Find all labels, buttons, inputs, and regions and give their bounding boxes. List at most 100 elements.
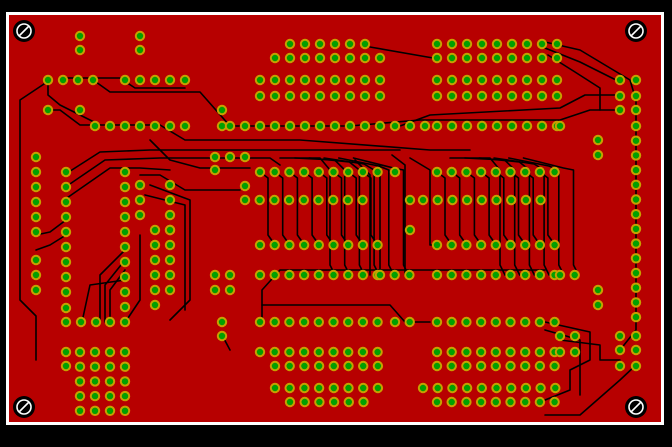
- pad[interactable]: [344, 90, 356, 102]
- pad[interactable]: [119, 361, 131, 372]
- pad[interactable]: [89, 346, 101, 358]
- pad[interactable]: [284, 120, 296, 132]
- pad[interactable]: [372, 316, 383, 328]
- pad[interactable]: [476, 52, 488, 64]
- pad[interactable]: [475, 360, 487, 372]
- pad[interactable]: [475, 396, 487, 408]
- pad[interactable]: [104, 376, 116, 387]
- pad[interactable]: [431, 239, 443, 251]
- pad[interactable]: [536, 38, 548, 50]
- pad[interactable]: [569, 346, 581, 358]
- pad[interactable]: [60, 286, 72, 298]
- pad[interactable]: [284, 396, 296, 408]
- pad[interactable]: [90, 316, 102, 328]
- pad[interactable]: [551, 38, 563, 50]
- pad[interactable]: [313, 269, 324, 281]
- pad[interactable]: [209, 164, 221, 176]
- pad[interactable]: [30, 181, 42, 193]
- pad[interactable]: [30, 284, 42, 296]
- pad[interactable]: [284, 316, 295, 328]
- pad[interactable]: [119, 120, 131, 132]
- pad[interactable]: [134, 179, 146, 191]
- pad[interactable]: [520, 269, 531, 281]
- pad[interactable]: [254, 346, 266, 358]
- pad[interactable]: [475, 269, 487, 281]
- pad[interactable]: [520, 166, 531, 178]
- pad[interactable]: [343, 346, 354, 358]
- pad[interactable]: [476, 120, 488, 132]
- pad[interactable]: [630, 267, 642, 279]
- pad[interactable]: [344, 38, 356, 50]
- pad[interactable]: [149, 254, 161, 266]
- pad[interactable]: [284, 52, 296, 64]
- pad[interactable]: [119, 196, 131, 208]
- pad[interactable]: [520, 239, 531, 251]
- pad[interactable]: [432, 194, 443, 206]
- pad[interactable]: [216, 104, 228, 116]
- pad[interactable]: [74, 390, 86, 402]
- pad[interactable]: [630, 253, 642, 264]
- pad[interactable]: [374, 52, 386, 64]
- pad[interactable]: [431, 360, 443, 372]
- pad[interactable]: [269, 90, 281, 102]
- pad[interactable]: [630, 297, 642, 308]
- pad[interactable]: [30, 226, 42, 238]
- pad[interactable]: [491, 194, 502, 206]
- pad[interactable]: [299, 382, 310, 394]
- pad[interactable]: [104, 405, 116, 416]
- pad[interactable]: [269, 360, 281, 372]
- pad[interactable]: [357, 194, 368, 206]
- pad[interactable]: [134, 44, 146, 56]
- pad[interactable]: [224, 269, 236, 281]
- pad[interactable]: [343, 239, 354, 251]
- pad[interactable]: [554, 120, 566, 132]
- pad[interactable]: [239, 120, 251, 132]
- pad[interactable]: [569, 269, 580, 281]
- pad[interactable]: [313, 166, 324, 178]
- pad[interactable]: [431, 269, 443, 281]
- pad[interactable]: [505, 316, 516, 328]
- pad[interactable]: [431, 120, 443, 132]
- pad[interactable]: [551, 74, 563, 86]
- pad[interactable]: [505, 360, 516, 372]
- pad[interactable]: [446, 38, 458, 50]
- pad[interactable]: [490, 316, 501, 328]
- pad[interactable]: [30, 254, 42, 266]
- pad[interactable]: [417, 382, 429, 394]
- pad[interactable]: [119, 390, 131, 402]
- pad[interactable]: [447, 194, 458, 206]
- pad[interactable]: [506, 52, 518, 64]
- pad[interactable]: [269, 74, 281, 86]
- pad[interactable]: [549, 360, 560, 372]
- pad[interactable]: [179, 74, 191, 86]
- pad[interactable]: [359, 90, 371, 102]
- pad[interactable]: [60, 181, 72, 193]
- pad[interactable]: [446, 360, 457, 372]
- pad[interactable]: [283, 194, 295, 206]
- pad[interactable]: [254, 166, 266, 178]
- pad[interactable]: [314, 396, 325, 408]
- pad[interactable]: [284, 382, 295, 394]
- pad[interactable]: [60, 256, 72, 268]
- pad[interactable]: [269, 120, 281, 132]
- pad[interactable]: [74, 346, 86, 358]
- pad[interactable]: [343, 166, 354, 178]
- pad[interactable]: [419, 120, 431, 132]
- pad[interactable]: [60, 226, 72, 238]
- pad[interactable]: [630, 209, 642, 220]
- pad[interactable]: [328, 346, 339, 358]
- pad[interactable]: [299, 90, 311, 102]
- pad[interactable]: [314, 90, 326, 102]
- pad[interactable]: [389, 120, 401, 132]
- pad[interactable]: [446, 269, 457, 281]
- pad[interactable]: [104, 346, 116, 358]
- pad[interactable]: [357, 166, 369, 178]
- pad[interactable]: [534, 346, 546, 358]
- pad[interactable]: [534, 166, 546, 178]
- pad[interactable]: [630, 74, 642, 86]
- pad[interactable]: [328, 166, 339, 178]
- pad[interactable]: [431, 166, 443, 178]
- pad[interactable]: [314, 38, 326, 50]
- pad[interactable]: [119, 181, 131, 193]
